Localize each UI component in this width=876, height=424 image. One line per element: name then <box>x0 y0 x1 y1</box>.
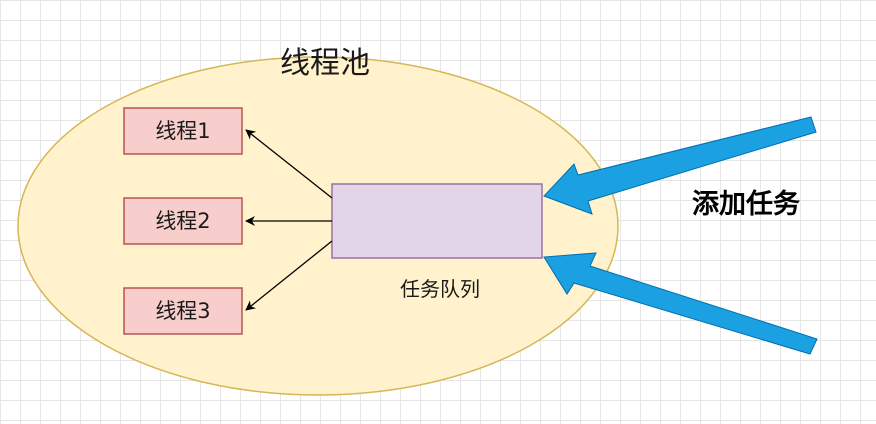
add-task-arrow-upper <box>543 116 817 215</box>
thread-label-3: 线程3 <box>155 299 211 323</box>
add-task-label: 添加任务 <box>692 189 800 220</box>
thread-label-1: 线程1 <box>155 119 211 143</box>
thread-box-3 <box>123 287 243 335</box>
queue-to-thread-3-arrow <box>245 240 333 311</box>
thread-box-1 <box>123 107 243 155</box>
queue-to-thread-1-arrow <box>245 129 333 199</box>
task-queue-label: 任务队列 <box>400 277 480 301</box>
thread-box-2 <box>123 197 243 245</box>
thread-label-2: 线程2 <box>155 209 211 233</box>
task-queue-box <box>331 183 543 259</box>
add-task-arrow-lower <box>543 252 818 355</box>
thread-pool-title: 线程池 <box>280 46 370 81</box>
